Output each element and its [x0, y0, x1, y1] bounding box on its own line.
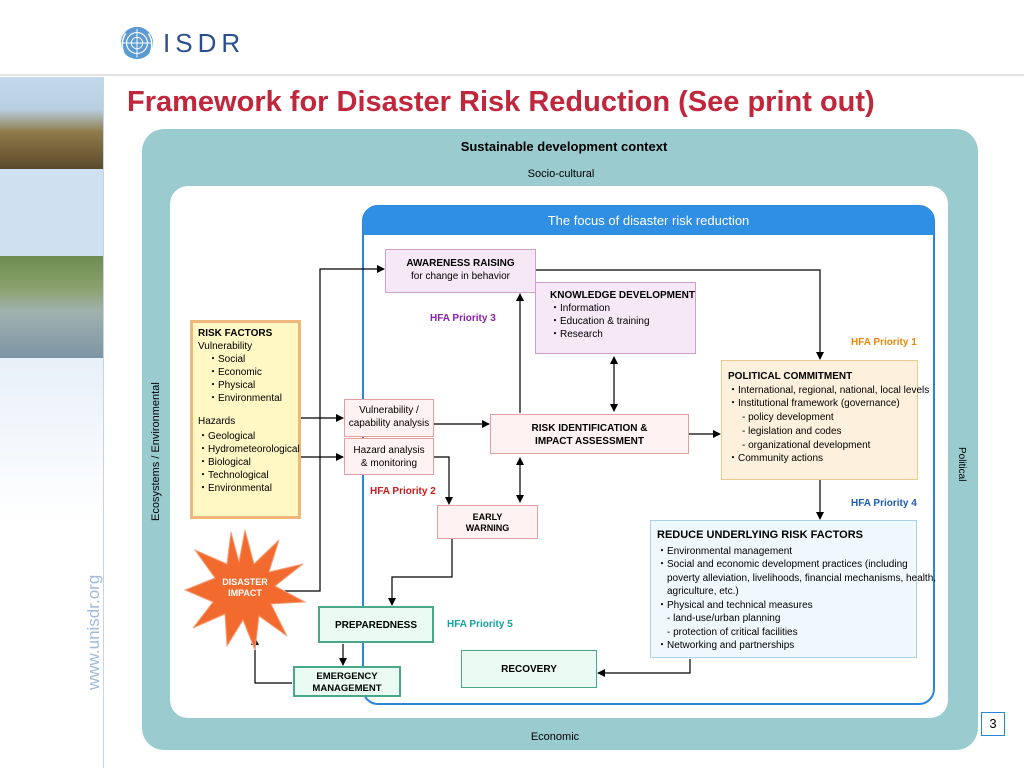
hfa-priority-3: HFA Priority 3 — [430, 313, 496, 324]
spacer — [198, 405, 298, 415]
risk-factors-title: RISK FACTORS — [198, 328, 273, 339]
side-band-lower — [0, 358, 103, 768]
awareness-title: AWARENESS RAISING — [406, 258, 515, 269]
knowledge-title: KNOWLEDGE DEVELOPMENT — [550, 290, 696, 301]
hfa-priority-5: HFA Priority 5 — [447, 619, 513, 630]
focus-header: The focus of disaster risk reduction — [363, 206, 934, 235]
side-divider — [103, 77, 104, 768]
reduce-line: ・Networking and partnerships — [657, 640, 795, 651]
vulnerability-item: ・Environmental — [208, 393, 282, 404]
preparedness-box: PREPAREDNESS — [318, 606, 434, 643]
emergency-line: EMERGENCY — [316, 671, 378, 682]
emergency-management-box: EMERGENCY MANAGEMENT — [293, 666, 401, 697]
disaster-line: DISASTER — [222, 577, 268, 587]
context-title: Sustainable development context — [460, 139, 668, 154]
page-number: 3 — [981, 712, 1005, 736]
political-line: ・Institutional framework (governance) — [728, 398, 900, 410]
political-line: ・International, regional, national, loca… — [728, 384, 930, 396]
early-warning-box: EARLY WARNING — [437, 505, 538, 539]
context-economic: Economic — [530, 731, 580, 743]
hfa-priority-4: HFA Priority 4 — [851, 498, 917, 509]
reduce-title: REDUCE UNDERLYING RISK FACTORS — [657, 529, 863, 541]
hazard-line: & monitoring — [360, 458, 418, 469]
risk-identification-box: RISK IDENTIFICATION & IMPACT ASSESSMENT — [490, 414, 689, 454]
early-line: EARLY — [472, 512, 503, 522]
reduce-risk-factors-box: REDUCE UNDERLYING RISK FACTORS ・Environm… — [650, 520, 937, 658]
knowledge-item: ・Information — [550, 303, 611, 314]
vulnerability-analysis-box: Vulnerability / capability analysis — [344, 399, 434, 437]
hazards-label: Hazards — [198, 416, 236, 427]
reduce-line: ・Physical and technical measures — [657, 599, 813, 611]
hazard-analysis-box: Hazard analysis & monitoring — [344, 438, 434, 475]
emergency-line: MANAGEMENT — [312, 683, 382, 694]
risk-factors-box: RISK FACTORS Vulnerability ・Social ・Econ… — [190, 320, 301, 519]
isdr-logo-text: ISDR — [163, 28, 246, 58]
context-ecosystems: Ecosystems / Environmental — [150, 382, 162, 521]
children-photo — [0, 77, 103, 169]
un-emblem-icon — [120, 26, 154, 60]
disaster-line: IMPACT — [228, 588, 262, 598]
context-socio-cultural: Socio-cultural — [527, 168, 595, 180]
hazard-item: ・Technological — [198, 470, 269, 481]
awareness-raising-box: AWARENESS RAISING for change in behavior — [385, 249, 536, 293]
vulnerability-item: ・Social — [208, 354, 246, 365]
vuln-line: Vulnerability / — [359, 405, 419, 416]
hazard-line: Hazard analysis — [353, 445, 425, 456]
disaster-burst-icon — [183, 529, 307, 651]
awareness-subtitle: for change in behavior — [411, 271, 510, 282]
flood-photo — [0, 256, 103, 358]
political-line: - legislation and codes — [742, 425, 842, 437]
knowledge-item: ・Education & training — [550, 316, 650, 327]
context-political: Political — [956, 447, 967, 482]
political-line: - policy development — [742, 412, 834, 424]
vulnerability-label: Vulnerability — [198, 341, 253, 352]
disaster-impact-label: DISASTER IMPACT — [205, 577, 285, 599]
hazard-item: ・Environmental — [198, 483, 272, 494]
reduce-line: poverty alleviation, livelihoods, financ… — [667, 572, 937, 584]
header-divider — [0, 74, 1024, 76]
political-line: - organizational development — [742, 439, 871, 451]
vuln-line: capability analysis — [348, 418, 430, 429]
vulnerability-item: ・Economic — [208, 367, 262, 378]
vulnerability-item: ・Physical — [208, 380, 256, 391]
recovery-box: RECOVERY — [461, 650, 597, 688]
hfa-priority-2: HFA Priority 2 — [370, 486, 436, 497]
reduce-line: agriculture, etc.) — [667, 586, 739, 597]
reduce-line: ・Environmental management — [657, 545, 793, 557]
early-line: WARNING — [465, 523, 510, 533]
knowledge-item: ・Research — [550, 329, 603, 340]
reduce-line: ・Social and economic development practic… — [657, 559, 908, 570]
riskid-line: IMPACT ASSESSMENT — [535, 436, 644, 447]
hazard-item: ・Biological — [198, 457, 251, 468]
political-line: ・Community actions — [728, 453, 824, 465]
reduce-line: - land-use/urban planning — [667, 613, 781, 624]
hazard-item: ・Hydrometeorological — [198, 444, 300, 455]
political-commitment-box: POLITICAL COMMITMENT ・International, reg… — [721, 360, 930, 480]
riskid-line: RISK IDENTIFICATION & — [531, 423, 648, 434]
side-band — [0, 169, 103, 256]
reduce-line: - protection of critical facilities — [667, 626, 798, 638]
hfa-priority-1: HFA Priority 1 — [851, 337, 917, 348]
hazard-item: ・Geological — [198, 431, 256, 442]
page-title: Framework for Disaster Risk Reduction (S… — [127, 86, 875, 118]
political-title: POLITICAL COMMITMENT — [728, 371, 853, 382]
site-url[interactable]: www.unisdr.org — [84, 574, 103, 690]
knowledge-development-box: KNOWLEDGE DEVELOPMENT ・Information ・Educ… — [535, 282, 696, 354]
